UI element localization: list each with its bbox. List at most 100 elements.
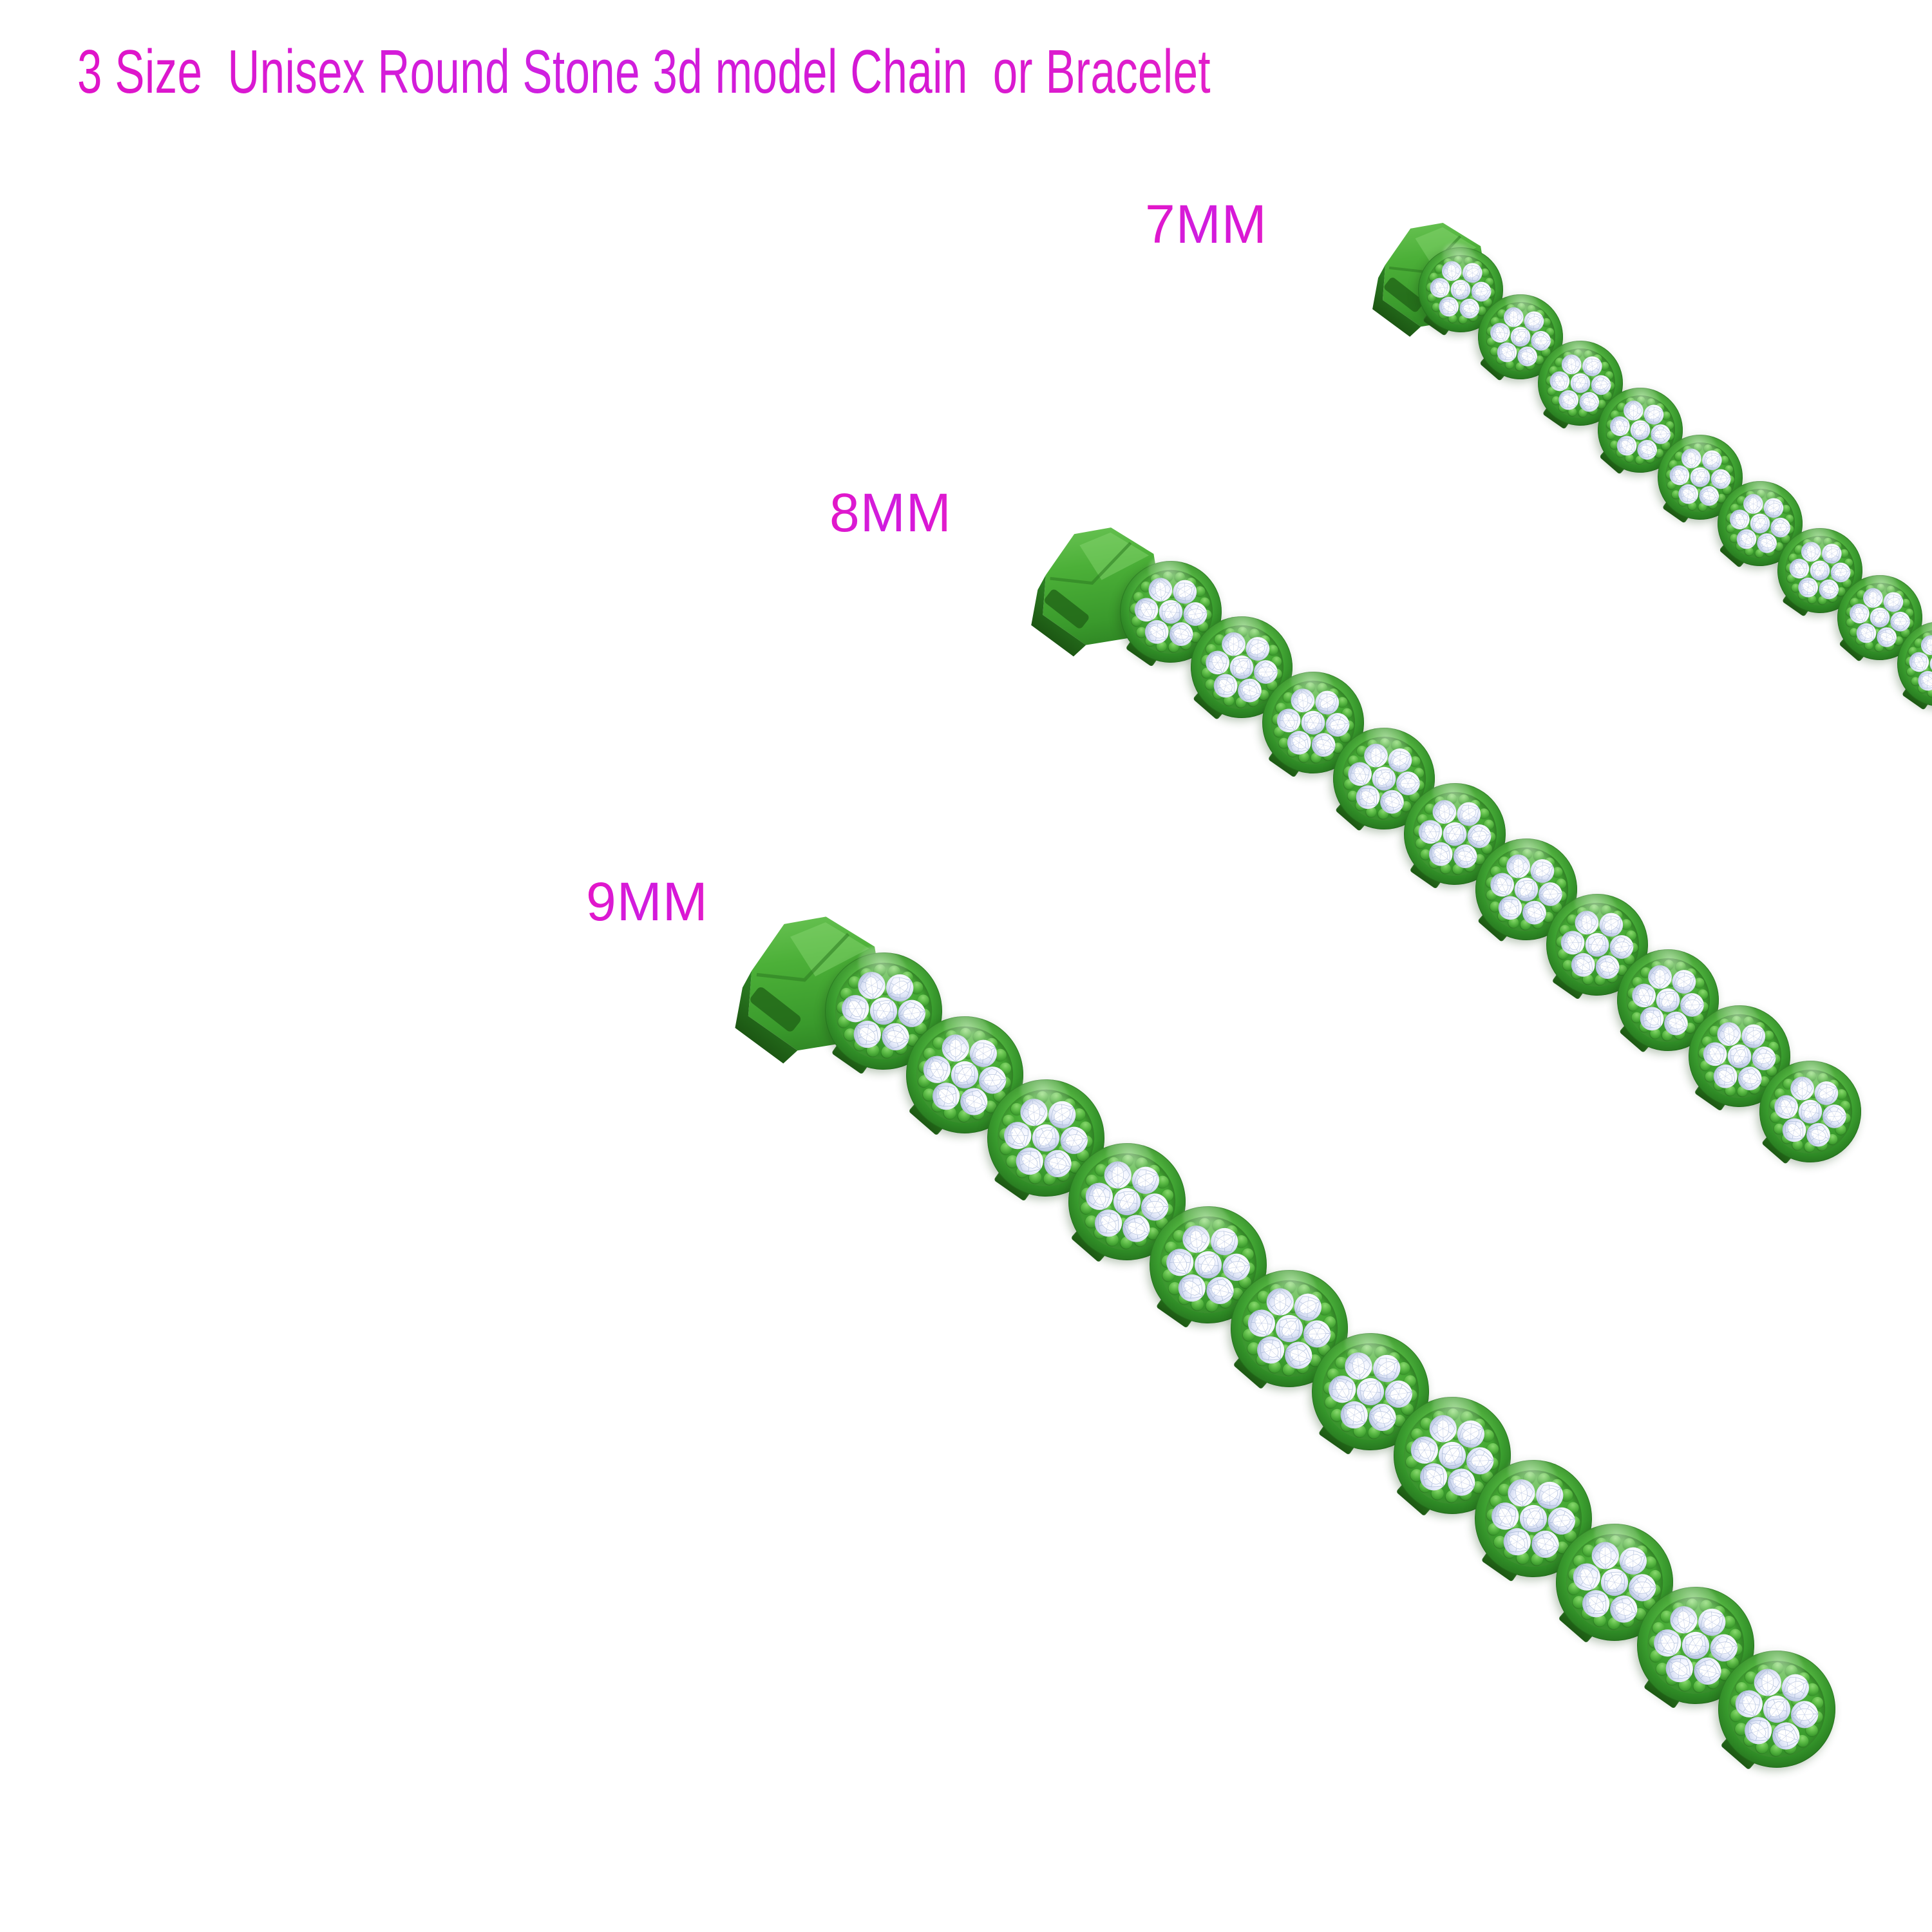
diamond-stone (1443, 822, 1467, 846)
diamond-stone (1531, 1530, 1559, 1558)
setting-bead (1478, 1468, 1495, 1485)
setting-bead (1153, 1214, 1171, 1231)
setting-bead (1468, 294, 1478, 303)
setting-bead (1449, 1428, 1463, 1442)
setting-bead (1562, 384, 1572, 395)
setting-bead (1828, 559, 1839, 569)
setting-bead (1058, 1122, 1072, 1136)
setting-bead (1723, 463, 1735, 475)
link-connector-tab (1233, 1349, 1275, 1390)
diamond-stone (1205, 1222, 1244, 1262)
setting-bead (1838, 547, 1850, 560)
setting-bead (1650, 1620, 1667, 1637)
setting-bead (1233, 1233, 1251, 1250)
diamond-stone (1168, 574, 1202, 609)
setting-bead (1543, 336, 1556, 348)
diamond-stone (1710, 1634, 1738, 1662)
diamond-stone (1372, 766, 1396, 790)
diamond-stone (1591, 1541, 1620, 1570)
setting-bead (1679, 989, 1691, 1001)
setting-bead (1615, 962, 1630, 978)
diamond-stone (1081, 1177, 1118, 1215)
diamond-stone (965, 1034, 1003, 1072)
setting-bead (1374, 790, 1387, 802)
setting-bead (1265, 643, 1280, 658)
setting-bead (1041, 1111, 1054, 1124)
link-specular-highlight (1618, 375, 1667, 424)
diamond-stone (1486, 1497, 1524, 1535)
diamond-stone (1465, 1446, 1495, 1475)
diamond-stone (1325, 713, 1350, 737)
diamond-stone (1414, 1457, 1454, 1497)
setting-bead (1723, 1083, 1738, 1097)
setting-bead (1307, 1351, 1324, 1368)
setting-bead (1634, 394, 1647, 407)
setting-bead (1321, 727, 1334, 739)
setting-bead (1280, 690, 1295, 705)
diamond-stone (1385, 1380, 1413, 1408)
setting-bead (1507, 1473, 1524, 1490)
diamond-stone (1450, 279, 1471, 300)
diamond-stone (1698, 1037, 1731, 1070)
setting-bead (1564, 913, 1580, 927)
chain-link (882, 992, 1048, 1157)
diamond-stone (869, 997, 898, 1025)
chain-link (1460, 276, 1581, 397)
link-bezel (1170, 595, 1314, 739)
setting-bead (1864, 583, 1877, 596)
setting-bead (1134, 625, 1150, 639)
setting-bead (1211, 687, 1226, 702)
diamond-stone (945, 1054, 985, 1094)
link-face (1830, 568, 1929, 667)
diamond-stone (1442, 261, 1462, 281)
diamond-stone (1800, 540, 1823, 564)
setting-bead (1483, 887, 1499, 902)
link-bezel (1596, 928, 1740, 1072)
setting-bead (1727, 1626, 1743, 1643)
setting-bead (1633, 440, 1642, 450)
diamond-stone (1229, 655, 1254, 679)
setting-bead (1647, 435, 1656, 445)
chain-link (1170, 595, 1314, 739)
diamond-stone (1537, 881, 1563, 907)
setting-bead (1418, 847, 1434, 862)
diamond-stone (1694, 1657, 1721, 1685)
link-bezel (1401, 231, 1520, 349)
diamond-stone (1806, 1122, 1830, 1147)
diamond-stone (1426, 274, 1454, 302)
setting-bead (1607, 931, 1619, 943)
setting-bead (1781, 1739, 1799, 1756)
setting-bead (1212, 632, 1227, 647)
setting-bead (1899, 596, 1912, 609)
setting-bead (1413, 835, 1428, 851)
diamond-stone (1732, 525, 1761, 554)
setting-bead (1507, 848, 1522, 864)
diamond-stone (1276, 708, 1300, 733)
diamond-stone (853, 1020, 881, 1048)
setting-bead (1267, 1281, 1285, 1298)
diamond-stone (1303, 1320, 1332, 1347)
setting-bead (1048, 1090, 1065, 1107)
setting-bead (1253, 656, 1265, 667)
setting-bead (1291, 683, 1305, 698)
setting-bead (1658, 1608, 1675, 1625)
diamond-stone (1668, 965, 1701, 998)
setting-bead (1093, 1161, 1110, 1179)
setting-bead (1750, 1043, 1761, 1054)
diamond-stone (1605, 1591, 1642, 1627)
setting-bead (1644, 396, 1657, 409)
link-connector-tab (1423, 308, 1454, 336)
setting-bead (1696, 987, 1710, 1003)
setting-bead (1078, 1199, 1095, 1217)
setting-bead (864, 1042, 882, 1059)
setting-bead (1906, 645, 1919, 658)
setting-bead (1481, 296, 1494, 308)
setting-bead (1408, 1466, 1425, 1484)
diamond-stone (1222, 1253, 1251, 1281)
setting-bead (1627, 1568, 1641, 1582)
setting-bead (1618, 917, 1634, 932)
setting-bead (1721, 483, 1733, 496)
setting-bead (1495, 307, 1508, 320)
setting-bead (1619, 1612, 1636, 1629)
setting-bead (1508, 1520, 1521, 1534)
